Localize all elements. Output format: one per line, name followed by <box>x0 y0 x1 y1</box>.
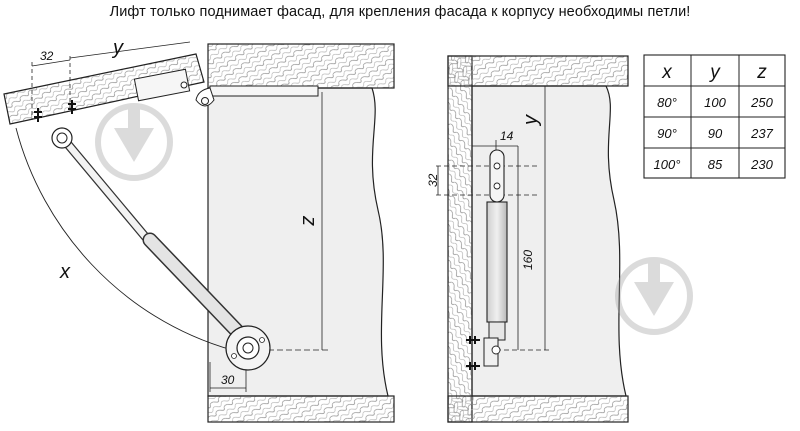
table-cell: 100° <box>654 157 681 172</box>
table-header-x: x <box>661 62 673 83</box>
table-cell: 237 <box>750 126 773 141</box>
table-cell: 90° <box>657 126 677 141</box>
label-32-middle: 32 <box>426 173 440 187</box>
table-cell: 250 <box>750 95 773 110</box>
dimensions-table: x y z 80° 100 250 90° 90 237 100° 85 230 <box>643 54 786 179</box>
middle-cabinet-view: y 14 32 160 <box>426 55 629 423</box>
label-x: x <box>59 261 71 283</box>
label-160: 160 <box>521 250 535 270</box>
table-header-y: y <box>708 62 721 83</box>
caption: Лифт только поднимает фасад, для креплен… <box>109 4 691 20</box>
label-32-left: 32 <box>40 49 54 63</box>
table-cell: 85 <box>708 157 723 172</box>
table-cell: 230 <box>750 157 773 172</box>
watermark-logo-2 <box>615 257 693 335</box>
label-14: 14 <box>500 129 514 143</box>
table-header-z: z <box>756 62 767 83</box>
label-y-left: y <box>111 37 124 59</box>
label-y-middle: y <box>520 114 542 127</box>
left-cabinet-view: 32 y x z 30 <box>3 37 395 423</box>
gas-strut-middle <box>466 149 508 370</box>
table-cell: 90 <box>708 126 723 141</box>
label-z: z <box>298 215 320 226</box>
watermark-logo-1 <box>95 103 173 181</box>
table-cell: 80° <box>657 95 677 110</box>
table-cell: 100 <box>704 95 726 110</box>
gas-strut-left <box>51 127 271 371</box>
label-30: 30 <box>221 373 235 387</box>
